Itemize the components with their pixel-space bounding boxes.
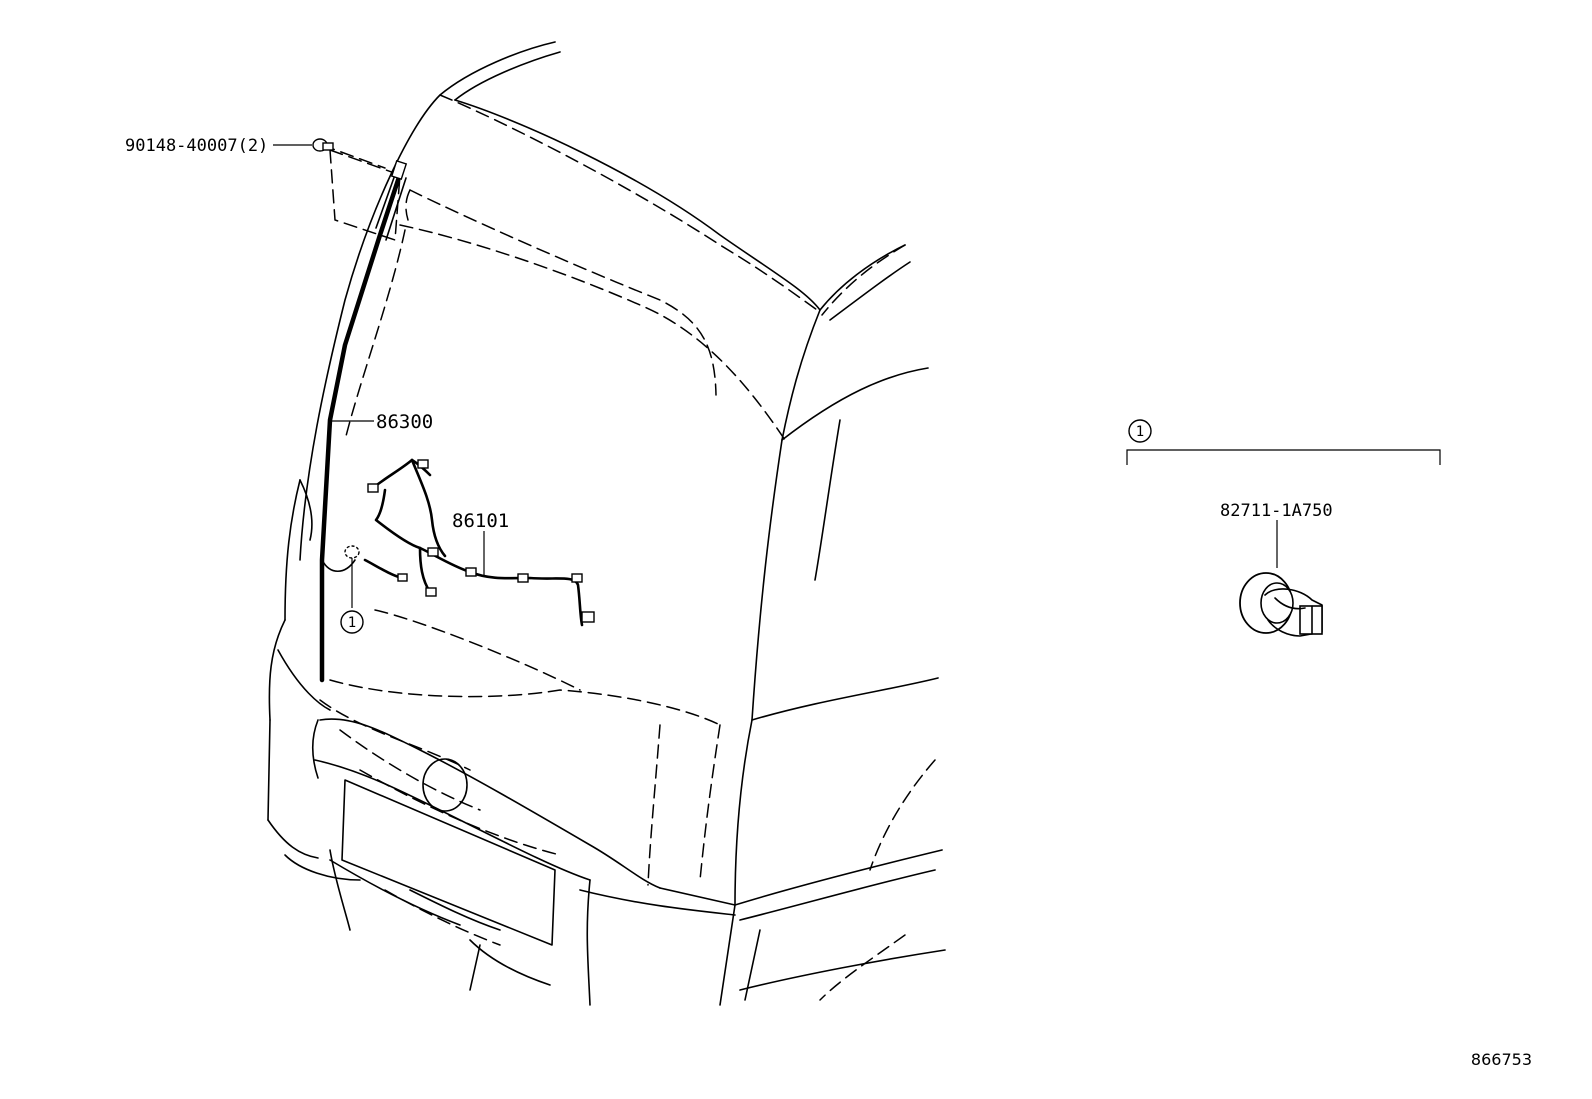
callout-harness: 86101	[452, 510, 509, 532]
reference-marker-label: 1	[348, 615, 356, 631]
wire-clamp-icon	[1239, 572, 1323, 637]
wire-harness	[344, 458, 595, 627]
callout-antenna: 86300	[376, 411, 433, 433]
rear-hatch-hidden-lines	[319, 94, 936, 1001]
callout-clamp: 82711-1A750	[1220, 501, 1333, 521]
vehicle-body-outline	[267, 41, 946, 1006]
reference-marker-group: 1	[1128, 419, 1152, 443]
leader-lines	[273, 144, 1441, 608]
callout-bolt: 90148-40007(2)	[125, 136, 268, 156]
diagram-reference-number: 866753	[1470, 1050, 1532, 1069]
bolt-icon	[312, 138, 334, 152]
reference-marker-harness: 1	[340, 610, 364, 634]
reference-marker-label: 1	[1136, 424, 1144, 440]
antenna-rod	[319, 159, 408, 683]
